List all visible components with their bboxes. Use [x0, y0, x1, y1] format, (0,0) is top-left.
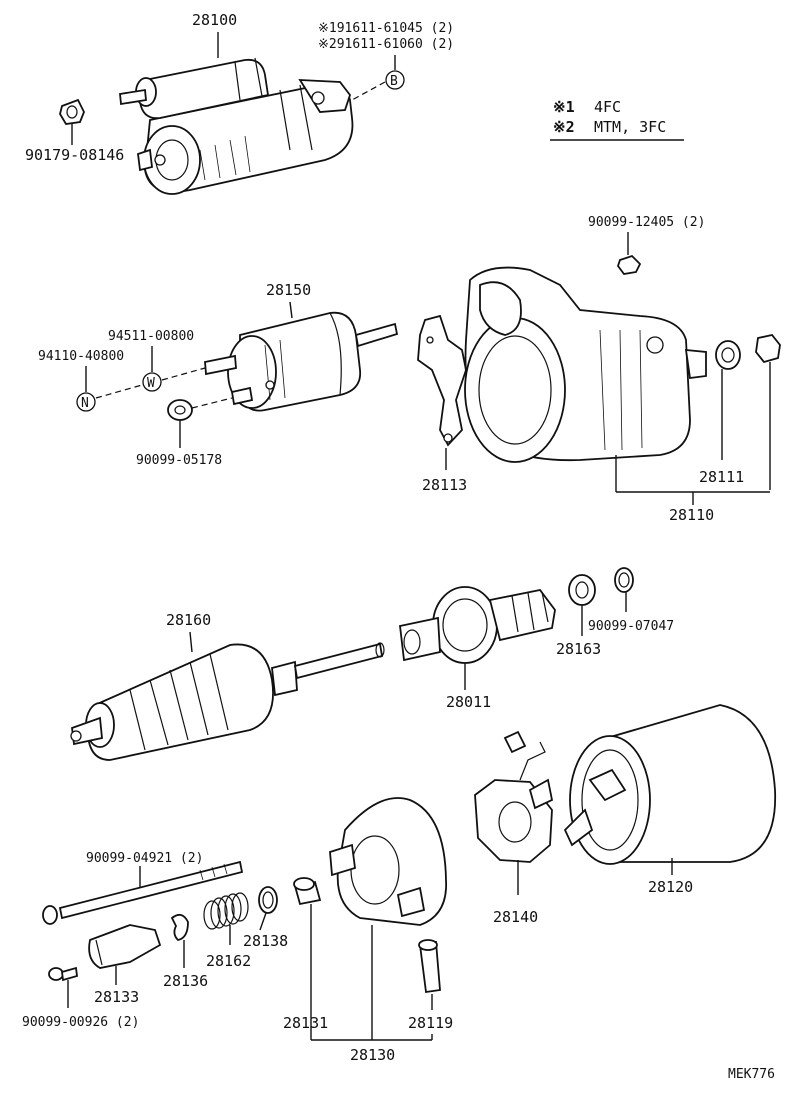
label-90099-07047: 90099-07047	[588, 619, 674, 634]
ref-circle-b	[385, 70, 405, 90]
label-28011: 28011	[446, 693, 491, 711]
clutch-28011-illustration	[399, 586, 556, 664]
label-letter-n: N	[81, 396, 89, 411]
housing-28110-illustration	[464, 266, 707, 463]
label-ref-b1: ※191611-61045 (2)	[318, 21, 454, 36]
label-28160: 28160	[166, 611, 211, 629]
label-94110-40800: 94110-40800	[38, 349, 124, 364]
label-letter-b: B	[390, 74, 398, 89]
solenoid-illustration	[204, 311, 399, 412]
cap-illustration	[755, 334, 781, 364]
label-28136: 28136	[163, 972, 208, 990]
armature-28160-illustration	[70, 642, 385, 761]
legend: ※1 4FC ※2 MTM, 3FC	[550, 98, 684, 141]
label-28131: 28131	[283, 1014, 328, 1032]
label-28130: 28130	[350, 1046, 395, 1064]
plate-28113-illustration	[417, 314, 467, 447]
bushing-28163-illustration	[568, 574, 596, 606]
label-90099-05178: 90099-05178	[136, 453, 222, 468]
nut-90179-illustration	[59, 98, 85, 125]
label-94511-00800: 94511-00800	[108, 329, 194, 344]
label-ref-b2: ※291611-61060 (2)	[318, 37, 454, 52]
ref-circle-n	[76, 392, 96, 412]
bushing-28111-illustration	[715, 340, 741, 370]
screw-90099-00926-illustration	[48, 966, 78, 982]
label-28111: 28111	[699, 468, 744, 486]
cap-28133-illustration	[88, 924, 162, 969]
starter-assembly-illustration	[119, 57, 354, 195]
ring-28138-illustration	[258, 886, 278, 914]
label-letter-w: W	[147, 376, 155, 391]
label-28138: 28138	[243, 932, 288, 950]
clip-28136-illustration	[170, 913, 189, 941]
label-28120: 28120	[648, 878, 693, 896]
label-90099-00926: 90099-00926 (2)	[22, 1015, 139, 1030]
nut-90099-12405-illustration	[616, 254, 642, 275]
label-28100: 28100	[192, 11, 237, 29]
bushing-28131-illustration	[293, 877, 322, 906]
part-28119-illustration	[418, 939, 441, 994]
label-28119: 28119	[408, 1014, 453, 1032]
label-90179-08146: 90179-08146	[25, 146, 124, 164]
spring-28162-illustration	[203, 892, 249, 930]
label-28110: 28110	[669, 506, 714, 524]
legend-text-2: MTM, 3FC	[594, 118, 666, 136]
label-28162: 28162	[206, 952, 251, 970]
drawing-code: MEK776	[728, 1067, 775, 1082]
frame-28130-illustration	[329, 797, 447, 926]
label-90099-04921: 90099-04921 (2)	[86, 851, 203, 866]
brush-holder-28140-illustration	[474, 730, 554, 863]
label-28133: 28133	[94, 988, 139, 1006]
legend-mark-2: ※2	[553, 118, 575, 136]
legend-text-1: 4FC	[594, 98, 621, 116]
label-90099-12405: 90099-12405 (2)	[588, 215, 705, 230]
bolt-90099-04921-illustration	[42, 860, 244, 925]
bushing-90099-05178-illustration	[167, 399, 193, 421]
label-28113: 28113	[422, 476, 467, 494]
yoke-28120-illustration	[563, 704, 777, 865]
ring-90099-07047-illustration	[614, 567, 634, 593]
ref-circle-w	[142, 372, 162, 392]
label-28140: 28140	[493, 908, 538, 926]
label-28150: 28150	[266, 281, 311, 299]
legend-mark-1: ※1	[553, 98, 575, 116]
label-28163: 28163	[556, 640, 601, 658]
